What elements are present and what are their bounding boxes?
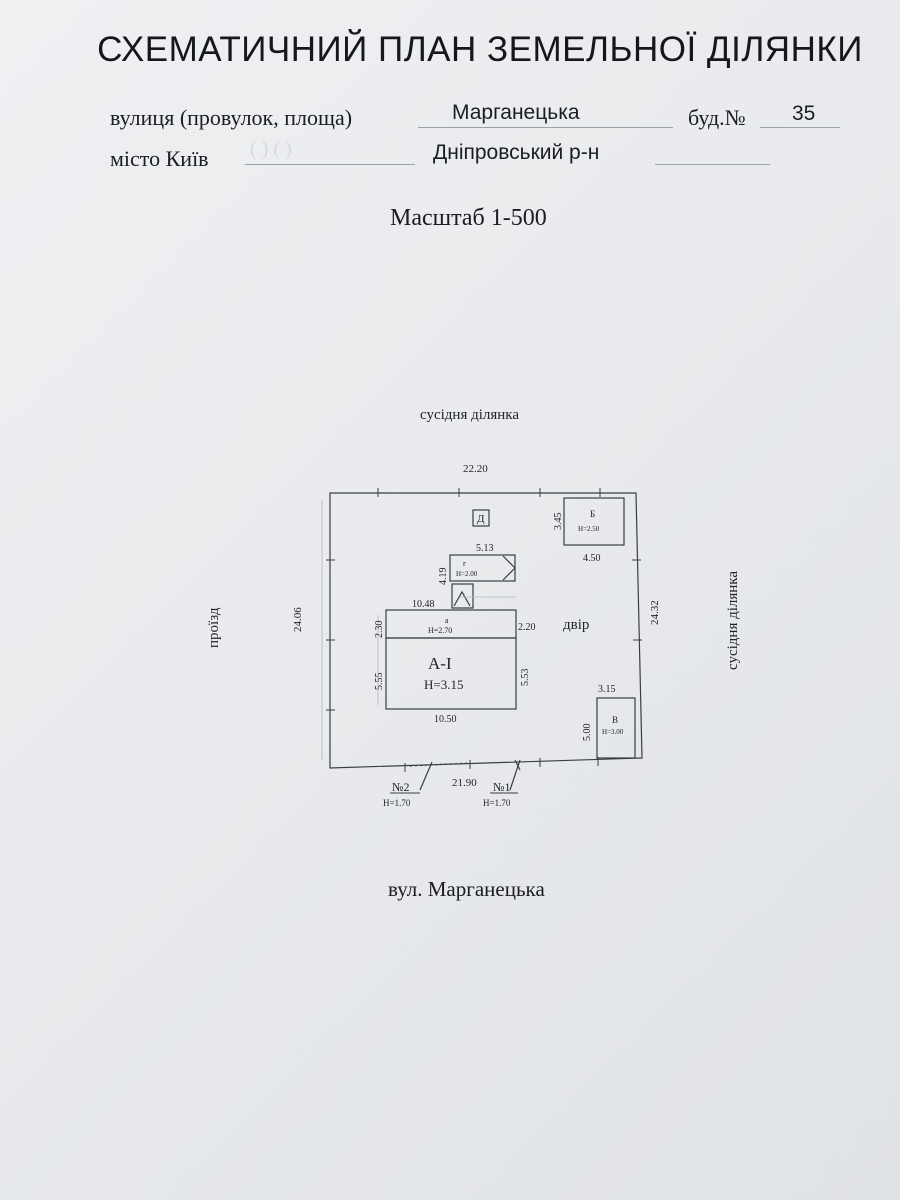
building-b-height: Н=2.50 (578, 525, 600, 533)
gate1-label: №1 (493, 780, 510, 794)
street-label: вулиця (провулок, площа) (110, 105, 353, 130)
building-label: буд.№ (688, 105, 746, 130)
dim-a-right: 2.20 (518, 622, 536, 633)
building-underline (760, 127, 840, 128)
dim-a1-right: 5.53 (520, 669, 531, 687)
dim-right: 24.32 (649, 600, 661, 625)
building-value: 35 (792, 102, 816, 125)
dim-b-width: 4.50 (583, 553, 601, 564)
building-g-hatch (502, 555, 516, 581)
right-neighbor-label: сусідня ділянка (725, 571, 741, 670)
building-a1 (385, 637, 517, 710)
dim-a1-bottom: 10.50 (434, 714, 457, 725)
gate-line (409, 762, 471, 767)
dim-a-top: 10.48 (412, 599, 435, 610)
building-v (596, 697, 636, 759)
building-a1-label: А-І (428, 654, 452, 673)
building-g-height: Н=2.00 (456, 570, 478, 578)
gate1-height: Н=1.70 (483, 798, 511, 808)
building-v-label: В (612, 715, 618, 725)
district-underline (655, 164, 770, 165)
building-d-label: Д (477, 513, 485, 525)
building-v-height: Н=3.00 (602, 728, 624, 736)
street-bottom-label: вул. Марганецька (388, 877, 545, 901)
street-value: Марганецька (452, 101, 580, 124)
gate1-tick (514, 759, 521, 771)
top-neighbor-label: сусідня ділянка (420, 407, 519, 423)
building-b-label: Б (590, 509, 595, 519)
building-a-height: Н=2.70 (428, 626, 452, 635)
building-a-label: а (445, 616, 449, 625)
city-label: місто Київ (110, 146, 209, 171)
district-value: Дніпровський р-н (433, 141, 600, 164)
gate2-label: №2 (392, 780, 409, 794)
gate2-leader (419, 761, 433, 791)
building-b (563, 497, 625, 546)
building-a1-height: Н=3.15 (424, 677, 463, 692)
left-side-label: проїзд (206, 607, 222, 648)
boundary-ticks (326, 488, 642, 772)
dim-v-width: 3.15 (598, 684, 616, 695)
gate1-leader (509, 759, 521, 791)
plot-boundary (329, 492, 643, 769)
yard-label: двір (563, 617, 589, 633)
street-underline (418, 127, 673, 128)
city-underline (245, 164, 415, 165)
porch (451, 583, 474, 609)
document-title: СХЕМАТИЧНИЙ ПЛАН ЗЕМЕЛЬНОЇ ДІЛЯНКИ (97, 30, 863, 69)
dim-b-height: 3.45 (553, 513, 564, 531)
dim-g-height: 4.19 (438, 568, 449, 586)
dim-top: 22.20 (463, 463, 488, 475)
porch-hatch (453, 590, 471, 607)
dim-a1-left: 5.55 (374, 673, 385, 691)
dim-v-height: 5.00 (582, 724, 593, 742)
gate2-height: Н=1.70 (383, 798, 411, 808)
scale-label: Масштаб 1-500 (390, 205, 547, 231)
building-d (472, 509, 490, 527)
bleed-through-text: ( ) ( ) (250, 138, 292, 160)
building-g-label: г (463, 559, 467, 568)
dim-a-left: 2.30 (374, 621, 385, 639)
dim-g-width: 5.13 (476, 543, 494, 554)
dim-bottom: 21.90 (452, 777, 477, 789)
dim-left: 24.06 (292, 607, 304, 632)
